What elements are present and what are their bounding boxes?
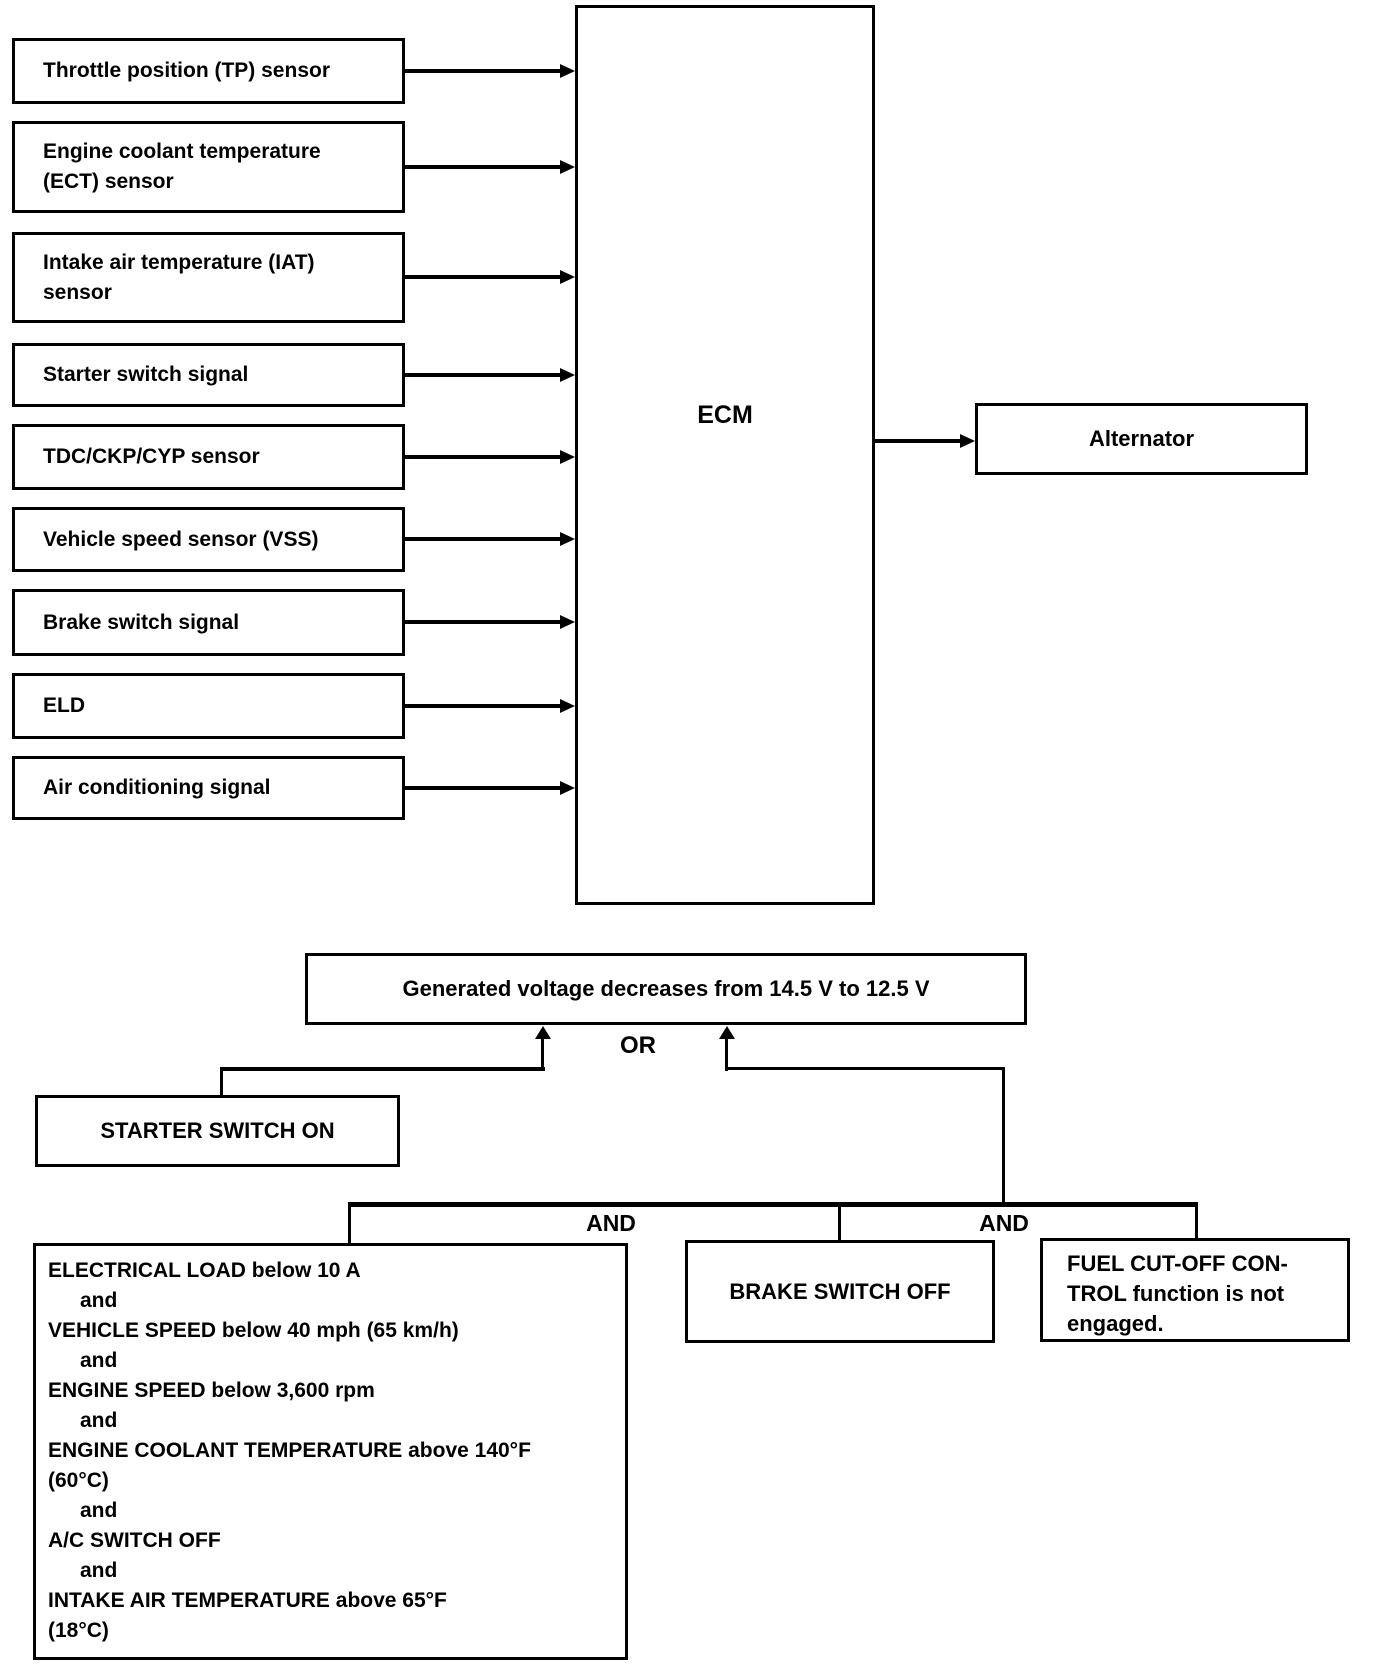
condition-and: and bbox=[80, 1559, 118, 1582]
arrowhead-up-icon bbox=[719, 1026, 735, 1039]
connector-ac-to-ecm bbox=[405, 786, 562, 790]
connector-ecm-to-alternator bbox=[875, 439, 963, 443]
connector-tp-to-ecm bbox=[405, 69, 562, 73]
arrowhead-right-icon bbox=[560, 368, 575, 382]
input-box-label: Vehicle speed sensor (VSS) bbox=[43, 527, 319, 551]
input-box-ac-signal: Air conditioning signal bbox=[12, 756, 405, 820]
condition-line: (18°C) bbox=[48, 1619, 109, 1642]
arrowhead-right-icon bbox=[560, 160, 575, 174]
input-box-tdc-ckp-cyp-sensor: TDC/CKP/CYP sensor bbox=[12, 424, 405, 490]
connector-starter-to-ecm bbox=[405, 373, 562, 377]
condition-and: and bbox=[80, 1289, 118, 1312]
arrowhead-right-icon bbox=[560, 781, 575, 795]
connector-and-elbow-h bbox=[727, 1067, 1005, 1070]
connector-tdc-to-ecm bbox=[405, 455, 562, 459]
condition-line: VEHICLE SPEED below 40 mph (65 km/h) bbox=[48, 1319, 459, 1342]
condition-and: and bbox=[80, 1409, 118, 1432]
input-box-label: ELD bbox=[43, 694, 85, 717]
input-box-starter-switch: Starter switch signal bbox=[12, 343, 405, 407]
connector-bus-to-conditions bbox=[348, 1202, 351, 1243]
conditions-box: ELECTRICAL LOAD below 10 A and VEHICLE S… bbox=[33, 1243, 628, 1660]
fuel-cutoff-line: engaged. bbox=[1067, 1311, 1164, 1336]
and-bus-line bbox=[348, 1202, 1198, 1207]
condition-and: and bbox=[80, 1349, 118, 1372]
connector-starter-elbow-h bbox=[220, 1067, 545, 1071]
condition-line: (60°C) bbox=[48, 1469, 109, 1492]
fuel-cutoff-box: FUEL CUT-OFF CON- TROL function is not e… bbox=[1040, 1238, 1350, 1342]
condition-line: ENGINE COOLANT TEMPERATURE above 140°F bbox=[48, 1439, 531, 1462]
generated-voltage-label: Generated voltage decreases from 14.5 V … bbox=[402, 976, 930, 1001]
connector-bus-to-brake bbox=[838, 1202, 841, 1240]
alternator-box: Alternator bbox=[975, 403, 1308, 475]
connector-brake-to-ecm bbox=[405, 620, 562, 624]
connector-ect-to-ecm bbox=[405, 165, 562, 169]
condition-line: ENGINE SPEED below 3,600 rpm bbox=[48, 1379, 375, 1402]
condition-line: ELECTRICAL LOAD below 10 A bbox=[48, 1259, 361, 1282]
input-box-label: TDC/CKP/CYP sensor bbox=[43, 445, 260, 468]
connector-or-left-stem bbox=[541, 1037, 544, 1071]
brake-switch-off-box: BRAKE SWITCH OFF bbox=[685, 1240, 995, 1343]
fuel-cutoff-line: TROL function is not bbox=[1067, 1281, 1285, 1306]
condition-and: and bbox=[80, 1499, 118, 1522]
arrowhead-right-icon bbox=[560, 699, 575, 713]
arrowhead-right-icon bbox=[960, 434, 975, 448]
arrowhead-right-icon bbox=[560, 450, 575, 464]
input-box-label: (ECT) sensor bbox=[43, 170, 174, 193]
fuel-cutoff-line: FUEL CUT-OFF CON- bbox=[1067, 1251, 1288, 1276]
connector-starter-elbow-v bbox=[220, 1067, 223, 1097]
input-box-label: Brake switch signal bbox=[43, 610, 240, 634]
starter-switch-on-box: STARTER SWITCH ON bbox=[35, 1095, 400, 1167]
input-box-vss: Vehicle speed sensor (VSS) bbox=[12, 507, 405, 572]
arrowhead-right-icon bbox=[560, 532, 575, 546]
brake-switch-off-label: BRAKE SWITCH OFF bbox=[729, 1278, 951, 1304]
input-box-label: Starter switch signal bbox=[43, 363, 249, 386]
connector-and-elbow-v bbox=[1002, 1067, 1005, 1205]
condition-line: A/C SWITCH OFF bbox=[48, 1529, 221, 1552]
alternator-label: Alternator bbox=[1088, 426, 1195, 451]
input-box-ect-sensor: Engine coolant temperature (ECT) sensor bbox=[12, 121, 405, 213]
connector-eld-to-ecm bbox=[405, 704, 562, 708]
arrowhead-right-icon bbox=[560, 64, 575, 78]
input-box-label: Intake air temperature (IAT) bbox=[43, 250, 315, 274]
input-box-label: Engine coolant temperature bbox=[43, 140, 321, 163]
input-box-tp-sensor: Throttle position (TP) sensor bbox=[12, 38, 405, 104]
input-box-label: Air conditioning signal bbox=[43, 776, 271, 799]
connector-bus-to-fuel bbox=[1195, 1202, 1198, 1238]
connector-vss-to-ecm bbox=[405, 537, 562, 541]
condition-line: INTAKE AIR TEMPERATURE above 65°F bbox=[48, 1589, 447, 1612]
starter-switch-on-label: STARTER SWITCH ON bbox=[100, 1118, 335, 1143]
ecm-box: ECM bbox=[575, 5, 875, 905]
arrowhead-right-icon bbox=[560, 270, 575, 284]
generated-voltage-box: Generated voltage decreases from 14.5 V … bbox=[305, 953, 1027, 1025]
input-box-brake-switch: Brake switch signal bbox=[12, 589, 405, 656]
ecm-label: ECM bbox=[697, 401, 753, 429]
connector-iat-to-ecm bbox=[405, 275, 562, 279]
connector-or-right-stem bbox=[725, 1037, 728, 1071]
and-label-left: AND bbox=[586, 1210, 636, 1236]
arrowhead-up-icon bbox=[535, 1026, 551, 1039]
input-box-label: Throttle position (TP) sensor bbox=[43, 59, 330, 82]
input-box-eld: ELD bbox=[12, 673, 405, 739]
arrowhead-right-icon bbox=[560, 615, 575, 629]
and-label-right: AND bbox=[979, 1210, 1029, 1236]
input-box-iat-sensor: Intake air temperature (IAT) sensor bbox=[12, 232, 405, 323]
or-label: OR bbox=[620, 1032, 656, 1059]
input-box-label: sensor bbox=[43, 280, 112, 304]
